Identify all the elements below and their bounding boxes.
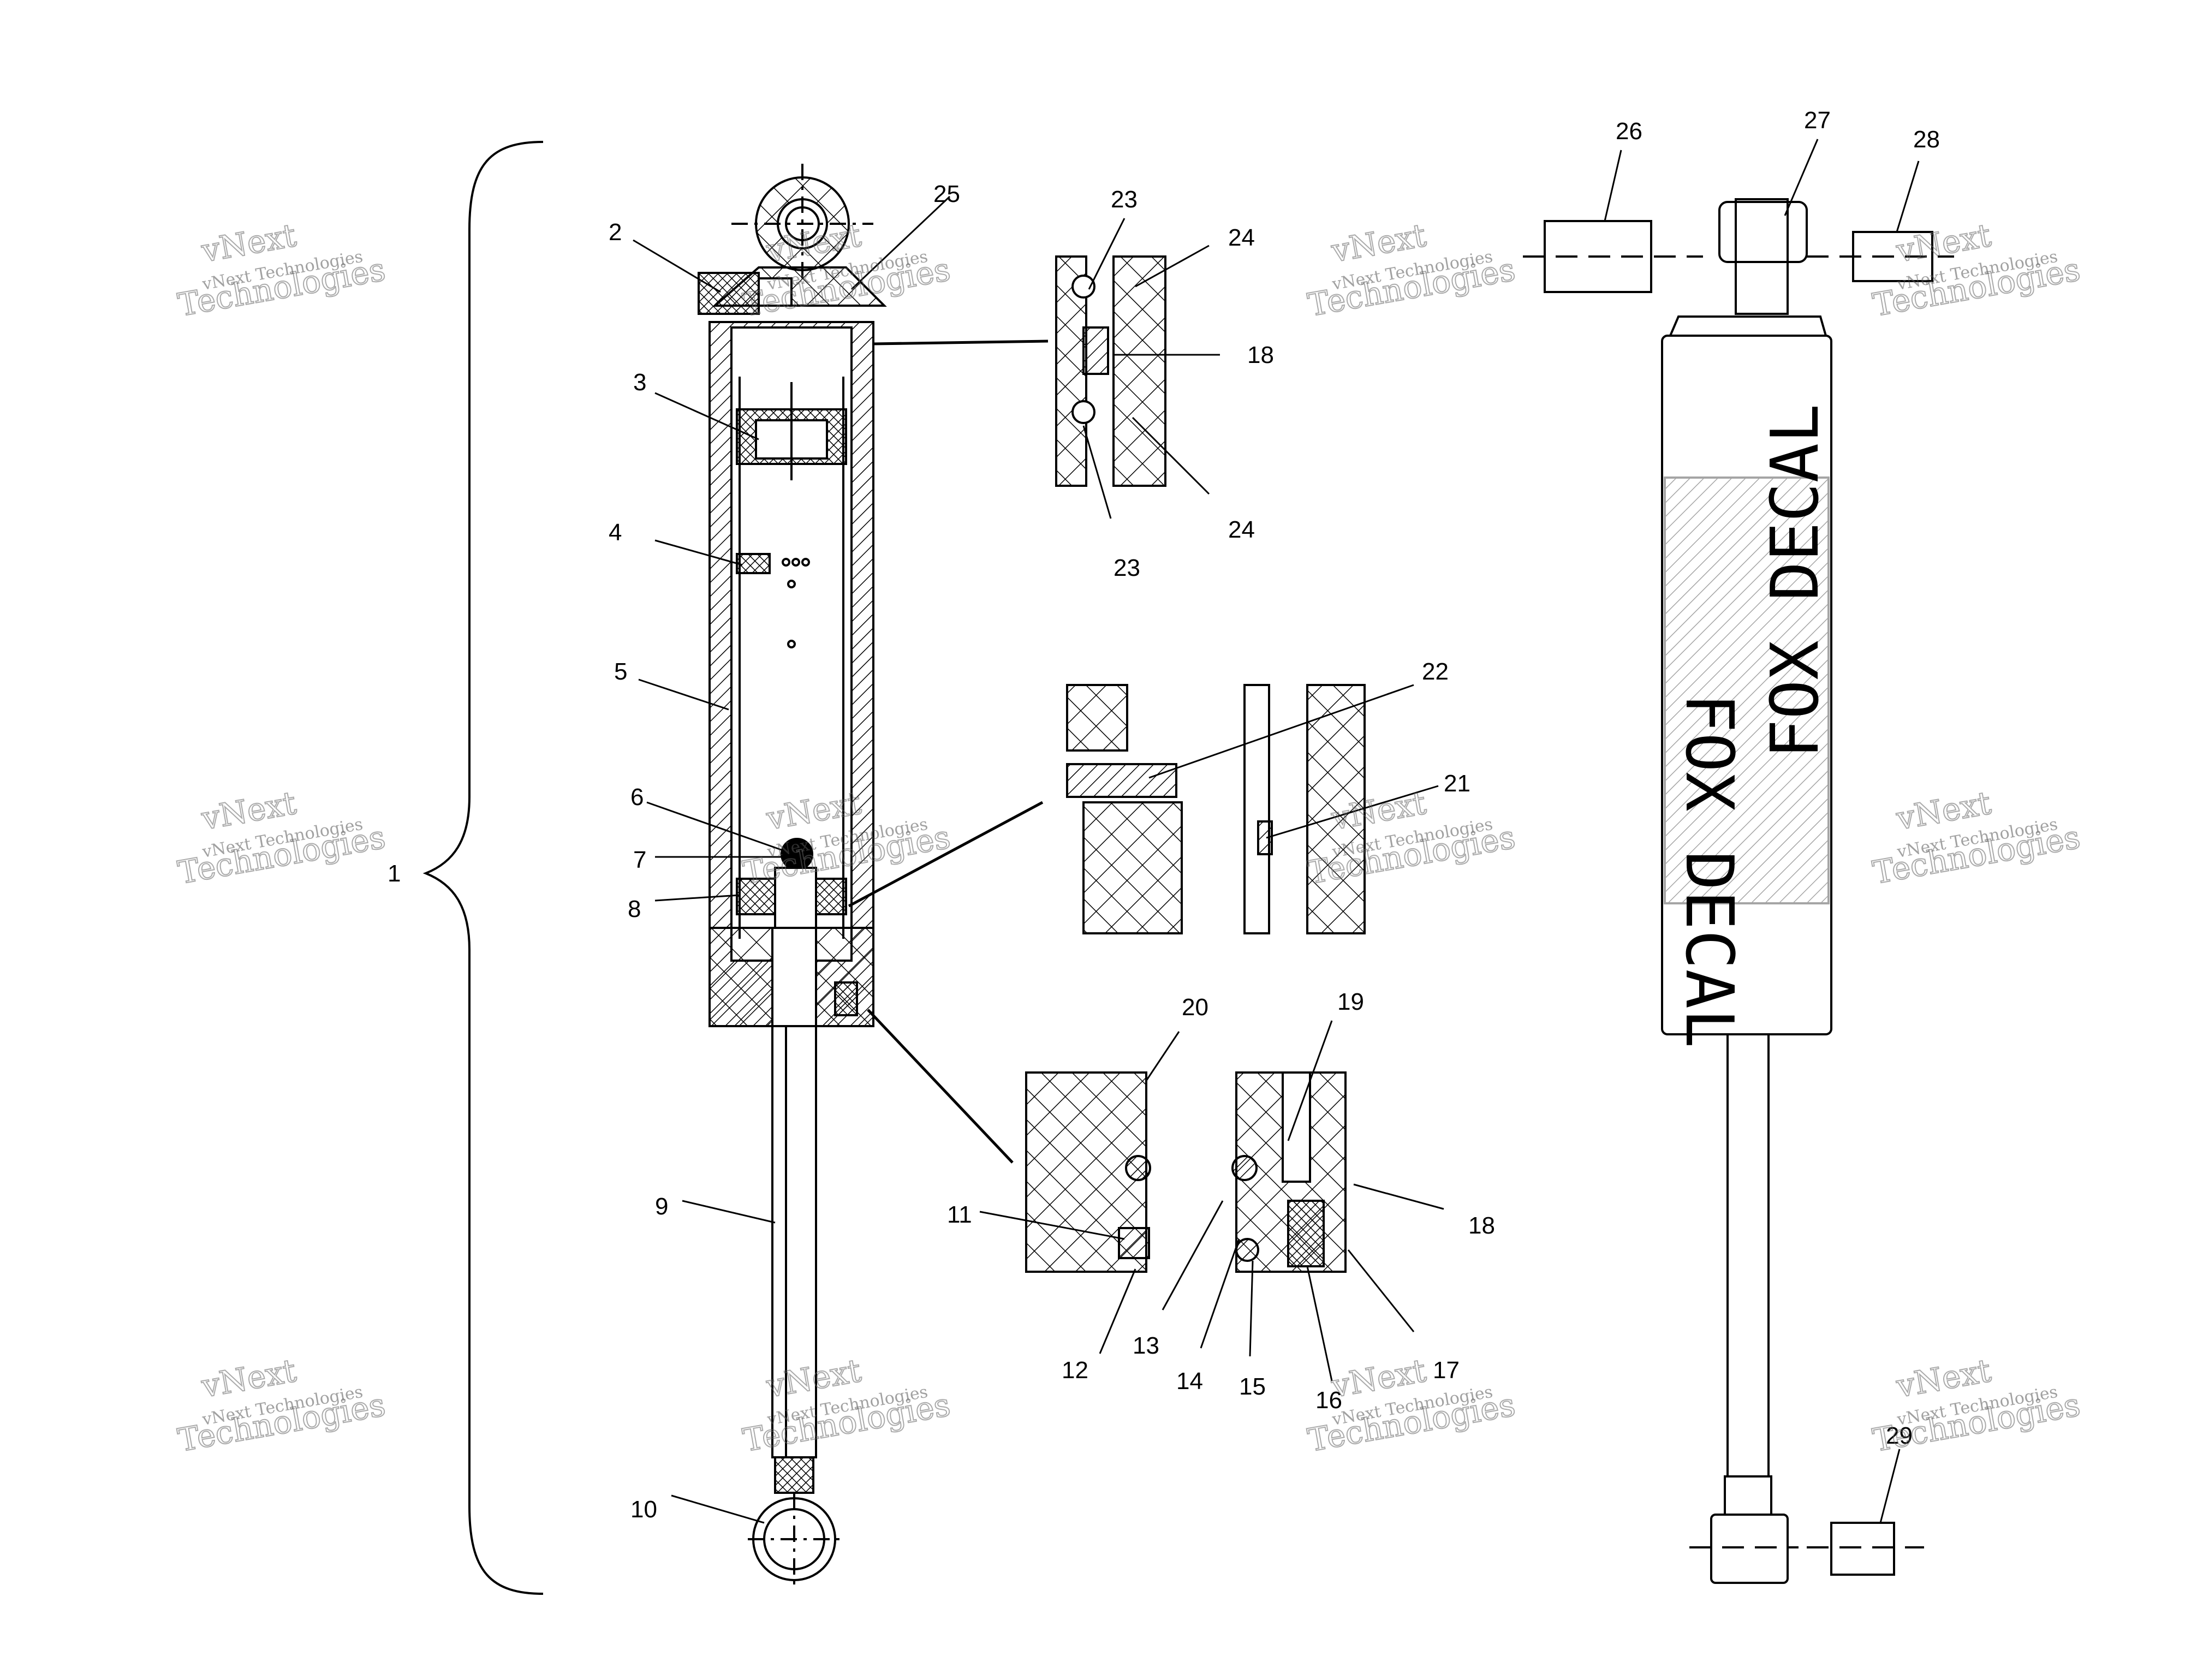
watermark: vNext vNext Technologies Technologies [1869,784,2083,892]
callout-3: 3 [633,369,646,396]
callout-7: 7 [633,847,646,873]
watermark: vNext vNext Technologies Technologies [740,1351,954,1459]
callout-16: 16 [1315,1387,1342,1414]
callout-28: 28 [1913,126,1940,153]
callout-18a: 18 [1247,342,1274,368]
callout-20: 20 [1182,994,1208,1021]
watermark: vNext vNext Technologies Technologies [1305,784,1519,892]
callout-27: 27 [1804,107,1831,134]
callout-24a: 24 [1228,224,1255,251]
callout-21: 21 [1444,770,1470,797]
callout-15: 15 [1239,1373,1266,1400]
callout-29: 29 [1886,1422,1913,1449]
callout-10: 10 [630,1496,657,1523]
callout-leaders [633,139,1920,1524]
callout-19: 19 [1337,988,1364,1015]
callout-24b: 24 [1228,516,1255,543]
callout-13: 13 [1133,1332,1159,1359]
fox-decal-text-2: FOX DECAL [1758,404,1833,759]
callout-26: 26 [1616,118,1642,145]
watermark: vNext vNext Technologies Technologies [175,1351,389,1459]
callout-23a: 23 [1111,186,1138,213]
detail-upper-seal [1055,255,1166,487]
callout-2: 2 [609,219,622,246]
assembly-brace [422,141,544,1595]
callout-5: 5 [614,658,627,685]
fox-decal-area [1664,476,1830,904]
callout-6: 6 [630,784,644,811]
watermark: vNext vNext Technologies Technologies [740,216,954,324]
watermark: vNext vNext Technologies Technologies [175,784,389,892]
callout-17: 17 [1433,1357,1460,1384]
callout-23b: 23 [1114,555,1140,581]
bushing-part-29 [1830,1522,1895,1576]
detail-piston [1066,684,1366,934]
callout-12: 12 [1062,1357,1088,1384]
detail-end-cap [1025,1071,1347,1273]
callout-8: 8 [628,896,641,922]
detail-leaders [848,339,1049,1164]
callout-14: 14 [1176,1368,1203,1395]
watermark: vNext vNext Technologies Technologies [1869,216,2083,324]
callout-9: 9 [655,1193,668,1220]
callout-25: 25 [933,181,960,207]
shock-external-view [1523,198,1954,1584]
callout-labels: 1 2 3 4 5 6 7 8 9 10 11 12 13 14 15 16 1… [388,107,1940,1523]
watermark: vNext vNext Technologies Technologies [1869,1351,2083,1459]
watermark: vNext vNext Technologies Technologies [175,216,389,324]
callout-4: 4 [609,519,622,546]
callout-1: 1 [388,860,401,887]
callout-22: 22 [1422,658,1449,685]
callout-11: 11 [947,1201,972,1228]
main-shock-section [422,141,887,1595]
watermark: vNext vNext Technologies Technologies [1305,216,1519,324]
fox-decal-text-1: FOX DECAL [1671,693,1747,1048]
callout-18b: 18 [1468,1212,1495,1239]
